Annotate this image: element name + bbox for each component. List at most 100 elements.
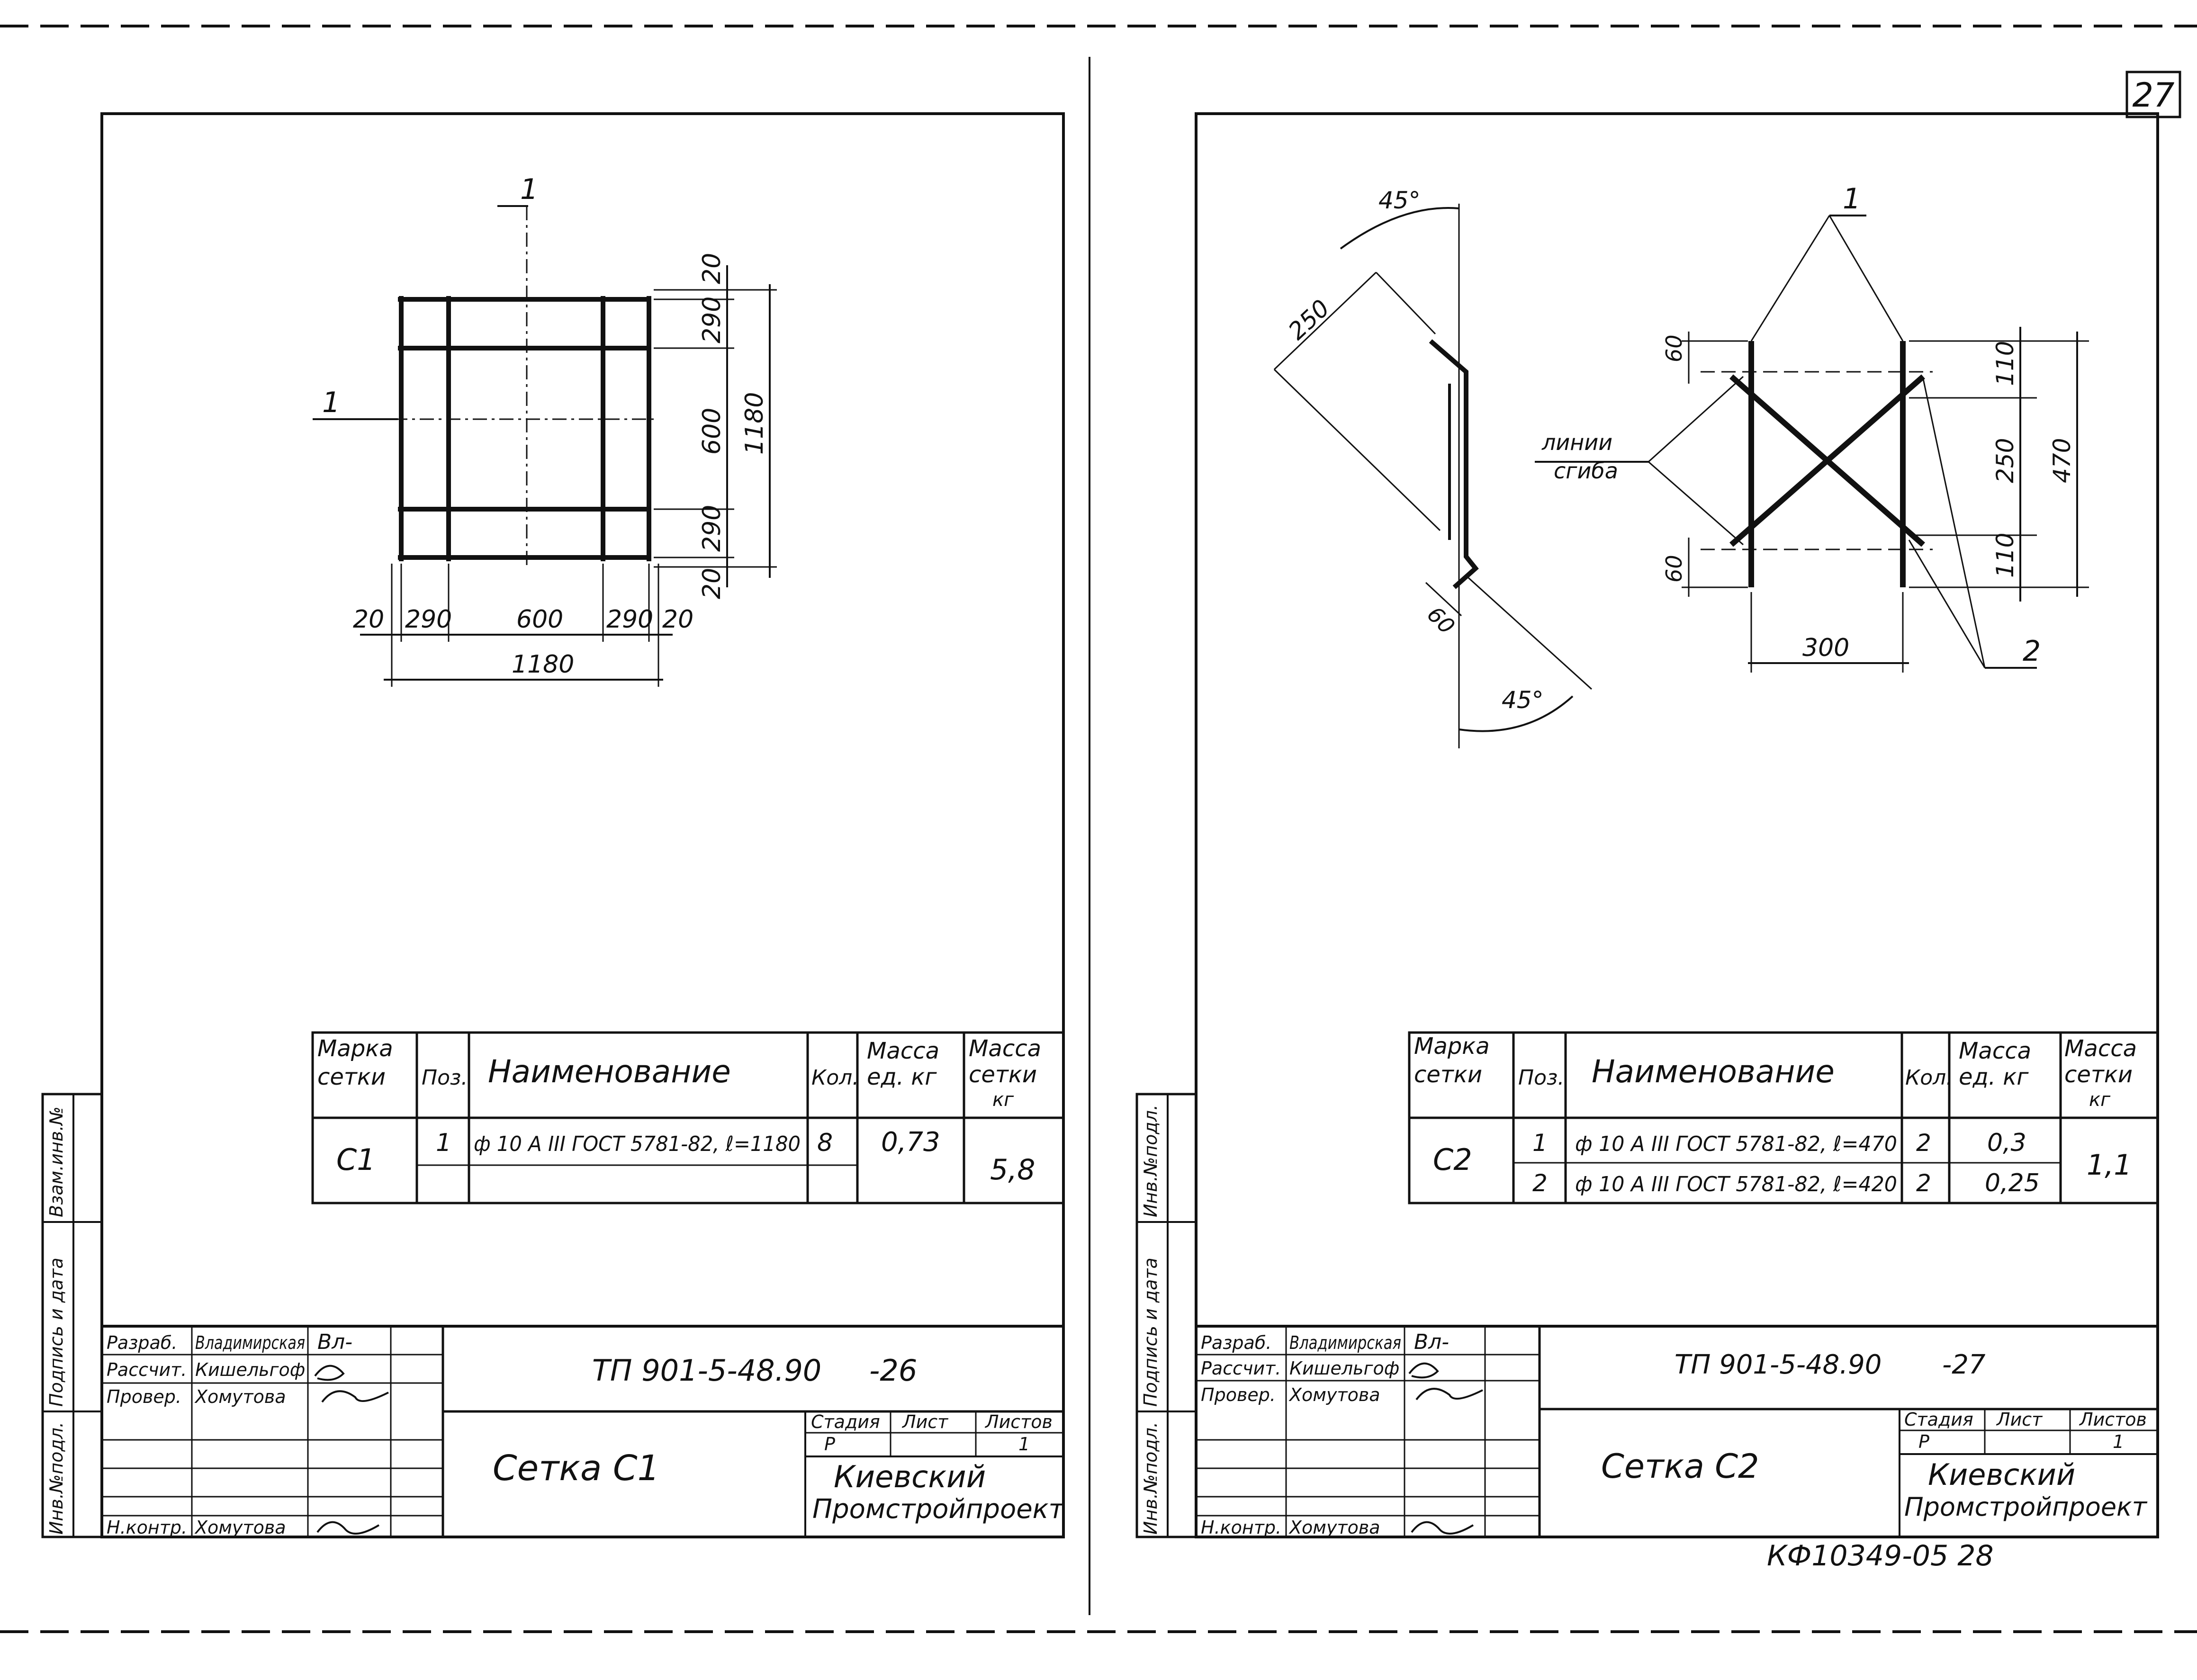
- c1-sig-1: Вл-: [317, 1330, 352, 1354]
- left-side-stamp: [41, 1093, 103, 1538]
- c1-hdr-pos: Поз.: [422, 1066, 468, 1090]
- c1-dim-h-290a: 290: [405, 605, 452, 634]
- c1-name-7: Хомутова: [194, 1517, 286, 1538]
- c1-role-2: Рассчит.: [107, 1359, 187, 1380]
- c2-sig-1: Вл-: [1414, 1330, 1449, 1354]
- c2-item-2: 2: [2023, 635, 2041, 668]
- c2-row2-qty: 2: [1916, 1169, 1931, 1197]
- c1-dim-h-600: 600: [516, 605, 563, 634]
- c2-stage-hdr: Стадия: [1904, 1409, 1973, 1430]
- c1-hdr-qty: Кол.: [811, 1066, 859, 1090]
- detail-dim-60: 60: [1422, 602, 1460, 639]
- c1-hdr-unit-mass-2: ед. кг: [867, 1064, 937, 1090]
- c2-item-1: 1: [1843, 182, 1861, 216]
- bend-label-2: сгиба: [1554, 458, 1618, 484]
- c1-mark: С1: [336, 1142, 376, 1177]
- c2-dim-470: 470: [2048, 438, 2076, 483]
- c1-org-2: Промстройпроект: [812, 1494, 1064, 1525]
- title-block-c2: Разраб. Владимирская Вл- Рассчит. Кишель…: [1196, 1325, 2158, 1538]
- spec-table-c2: Марка сетки Поз. Наименование Кол. Масса…: [1408, 1031, 2159, 1204]
- c1-dim-h-290b: 290: [606, 605, 653, 634]
- sheet-left: Инв.№подл. Подпись и дата Взам.инв.№ 1 1: [41, 112, 1065, 1538]
- c2-sheets-hdr: Листов: [2079, 1409, 2147, 1430]
- c2-sheets: 1: [2113, 1431, 2124, 1452]
- c1-hdr-mark-1: Марка: [317, 1035, 393, 1062]
- c1-hdr-mesh-mass-3: кг: [992, 1089, 1014, 1111]
- c1-total-mass: 5,8: [990, 1153, 1035, 1186]
- c1-row1-qty: 8: [817, 1129, 833, 1157]
- c2-doc-code: ТП 901-5-48.90: [1675, 1349, 1882, 1380]
- mesh-c1: 1 1 20 290 600 290 20 1180: [313, 173, 777, 687]
- c2-sheet-no: -27: [1942, 1349, 1986, 1380]
- c1-dim-h-20a: 20: [353, 605, 384, 634]
- c2-hdr-mesh-mass-3: кг: [2089, 1089, 2111, 1111]
- spec-table-c1: Марка сетки Поз. Наименование Кол. Масса…: [311, 1031, 1065, 1204]
- c2-name-1: Владимирская: [1289, 1332, 1401, 1353]
- c1-dim-v-290b: 290: [698, 505, 726, 552]
- c2-row1-qty: 2: [1916, 1129, 1931, 1157]
- c1-row1-name: ф 10 А III ГОСТ 5781-82, ℓ=1180: [474, 1132, 801, 1156]
- c2-row2-pos: 2: [1532, 1169, 1548, 1197]
- c1-hdr-name: Наименование: [488, 1053, 731, 1090]
- c2-total-mass: 1,1: [2087, 1149, 2132, 1182]
- c2-dim-60a: 60: [1661, 334, 1687, 362]
- c2-signature-marks: [1408, 1362, 1483, 1401]
- c2-dim-110b: 110: [1991, 533, 2019, 578]
- c1-org-1: Киевский: [834, 1460, 986, 1495]
- c2-hdr-unit-mass-2: ед. кг: [1959, 1064, 2029, 1090]
- c2-name-3: Хомутова: [1288, 1384, 1380, 1405]
- c1-dim-v-290a: 290: [698, 296, 726, 343]
- c2-hdr-qty: Кол.: [1905, 1066, 1953, 1090]
- left-side-label-3: Взам.инв.№: [46, 1106, 67, 1217]
- c1-hdr-mesh-mass-2: сетки: [969, 1061, 1037, 1088]
- c1-role-1: Разраб.: [107, 1332, 177, 1353]
- page-number-box: [2125, 71, 2181, 118]
- c1-doc-code: ТП 901-5-48.90: [592, 1353, 821, 1388]
- c2-role-3: Провер.: [1201, 1384, 1276, 1405]
- right-side-label-2: Подпись и дата: [1140, 1258, 1161, 1407]
- c1-dim-h-20b: 20: [662, 605, 693, 634]
- c2-hdr-unit-mass-1: Масса: [1959, 1038, 2031, 1064]
- c1-signature-mark-nk: [316, 1521, 380, 1535]
- c1-row1-pos: 1: [436, 1129, 451, 1157]
- c2-hdr-mark-1: Марка: [1414, 1033, 1490, 1060]
- c2-row2-unit-mass: 0,25: [1985, 1169, 2040, 1197]
- c2-org-1: Киевский: [1928, 1457, 2075, 1492]
- c1-dim-v-20a: 20: [698, 253, 726, 284]
- left-side-label-1: Инв.№подл.: [46, 1422, 67, 1535]
- c1-name-1: Владимирская: [195, 1332, 305, 1353]
- c1-stage-hdr: Стадия: [811, 1411, 880, 1432]
- c2-name-7: Хомутова: [1288, 1517, 1380, 1538]
- c2-role-2: Рассчит.: [1201, 1358, 1281, 1379]
- footer-code: КФ10349-05 28: [1767, 1539, 1994, 1572]
- left-frame: [100, 112, 1065, 1538]
- c1-name-3: Хомутова: [194, 1386, 286, 1407]
- c1-signature-marks: [314, 1365, 389, 1403]
- c2-sheet-hdr: Лист: [1996, 1409, 2043, 1430]
- c1-role-3: Провер.: [107, 1386, 181, 1407]
- c2-dim-60b: 60: [1661, 555, 1687, 583]
- c2-hdr-mesh-mass-2: сетки: [2064, 1061, 2133, 1088]
- c2-row1-name: ф 10 А III ГОСТ 5781-82, ℓ=470: [1575, 1132, 1897, 1156]
- sheet-right: Инв.№подл. Подпись и дата Инв.№подл. 45°…: [1135, 112, 2159, 1572]
- c2-row1-pos: 1: [1532, 1129, 1548, 1157]
- c1-dim-h-1180: 1180: [512, 650, 574, 679]
- right-frame: [1195, 112, 2159, 1538]
- c2-role-1: Разраб.: [1201, 1332, 1271, 1353]
- c1-stage: Р: [824, 1434, 835, 1455]
- c2-hdr-mark-2: сетки: [1414, 1061, 1482, 1088]
- c1-role-7: Н.контр.: [107, 1517, 187, 1538]
- c2-dim-300: 300: [1802, 634, 1849, 662]
- detail-angle-top: 45°: [1378, 187, 1421, 214]
- mesh-c2: 1 2 линии сгиба 60 60 110: [1535, 182, 2089, 673]
- c2-stage: Р: [1918, 1431, 1929, 1452]
- c2-hdr-pos: Поз.: [1518, 1066, 1564, 1090]
- c2-signature-mark-nk: [1411, 1521, 1474, 1535]
- c2-hdr-mesh-mass-1: Масса: [2064, 1035, 2137, 1062]
- c1-hdr-mark-2: сетки: [317, 1064, 386, 1090]
- c2-role-7: Н.контр.: [1201, 1517, 1281, 1538]
- c1-dim-v-1180: 1180: [740, 392, 769, 455]
- c1-dim-v-600: 600: [698, 408, 726, 455]
- c1-hdr-unit-mass-1: Масса: [867, 1038, 939, 1064]
